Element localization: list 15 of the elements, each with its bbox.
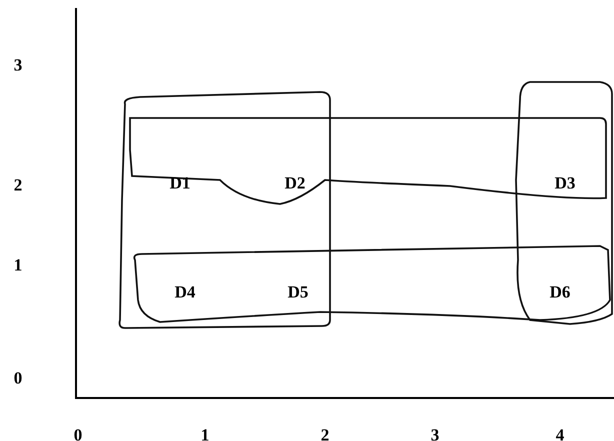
point-label: D2 (284, 174, 306, 192)
axis-tick-label: 4 (556, 426, 564, 441)
axis-tick-label: 3 (14, 56, 22, 74)
axis-tick-label: 2 (320, 426, 330, 441)
axis-tick-label: 1 (14, 256, 22, 274)
axis-tick-label: 2 (14, 176, 22, 194)
axis-tick-label: 3 (430, 426, 440, 441)
point-label: D3 (554, 174, 576, 192)
point-label: D4 (174, 284, 196, 300)
point-label: D1 (170, 174, 190, 192)
axis-tick-label: 0 (74, 426, 82, 441)
point-label: D5 (288, 284, 308, 300)
point-label: D6 (550, 284, 570, 300)
axis-tick-label: 1 (200, 426, 210, 441)
axis-tick-label: 0 (14, 370, 22, 386)
